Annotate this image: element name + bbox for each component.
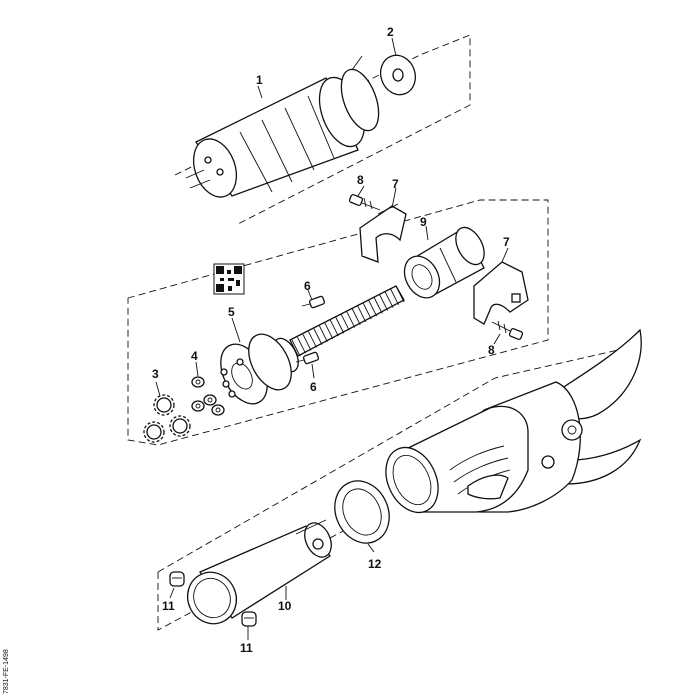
gear-lower-right-part — [169, 415, 191, 437]
screw-lower-part — [491, 320, 524, 341]
callout-4: 4 — [191, 349, 198, 363]
callout-1: 1 — [256, 73, 263, 87]
end-cap-lower-part — [241, 611, 257, 627]
spindle-thread-line — [297, 336, 306, 354]
spindle-thread-line — [324, 322, 334, 340]
ring-part — [334, 480, 390, 544]
spindle-thread-line — [368, 300, 378, 317]
screw-upper-part — [348, 193, 381, 211]
callout-9: 9 — [420, 215, 427, 229]
spindle-thread-line — [313, 328, 323, 345]
spindle-thread-line — [346, 311, 356, 328]
gear-upper-part — [153, 394, 175, 416]
gear-lower-left-part — [143, 421, 165, 443]
washer-part — [379, 54, 417, 96]
spindle-thread-line — [395, 285, 405, 303]
end-cap-upper-part — [169, 571, 185, 587]
bracket-lower-part — [473, 261, 529, 325]
small-washers-part — [191, 376, 225, 416]
spindle-thread-line — [329, 319, 339, 337]
leader-lines — [155, 37, 509, 640]
bracket-upper-part — [359, 203, 407, 263]
spindle-thread-line — [373, 297, 383, 314]
coupling-part — [403, 226, 485, 299]
spindle-thread-line — [335, 317, 345, 334]
callout-8-lower: 8 — [488, 343, 495, 357]
callout-11-lower: 11 — [240, 641, 253, 655]
spindle-thread-line — [340, 314, 350, 331]
callout-10: 10 — [278, 599, 292, 613]
callout-6-upper: 6 — [304, 279, 311, 293]
callout-3: 3 — [152, 367, 159, 381]
spindle-thread-line — [291, 339, 301, 357]
spindle-thread-line — [308, 331, 317, 348]
screw-six-upper-part — [301, 295, 326, 309]
spindle-thread-line — [362, 302, 372, 320]
callout-7-upper: 7 — [392, 177, 399, 191]
motor-part — [185, 55, 380, 198]
spindle-thread-line — [357, 305, 367, 323]
callout-2: 2 — [387, 25, 394, 39]
callout-5: 5 — [228, 305, 235, 319]
callout-8-upper: 8 — [357, 173, 364, 187]
group-box-drive — [127, 199, 549, 446]
spindle-thread-line — [379, 294, 388, 311]
handle-housing-part — [385, 405, 529, 514]
spindle-thread-line — [384, 291, 394, 308]
callout-6-lower: 6 — [310, 380, 317, 394]
spindle-thread-line — [318, 325, 328, 342]
callout-12: 12 — [368, 557, 382, 571]
spindle-thread-line — [390, 288, 399, 306]
spindle-thread-line — [351, 308, 361, 325]
qr-code-icon — [213, 263, 245, 295]
spindle-part — [220, 285, 405, 405]
drawing-code-label: 7831-FE-1498 — [3, 649, 10, 694]
callout-11-upper: 11 — [162, 599, 175, 613]
screw-six-lower-part — [295, 351, 320, 365]
callout-7-lower: 7 — [503, 235, 510, 249]
spindle-thread-line — [302, 334, 312, 351]
rear-tube-part — [186, 519, 332, 625]
